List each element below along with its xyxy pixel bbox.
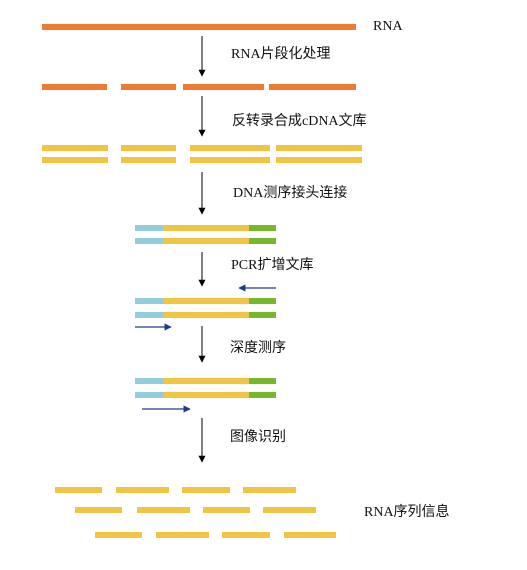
insert-strand: [163, 392, 249, 398]
sequence-read: [116, 487, 169, 493]
sequence-read: [222, 532, 270, 538]
label-deep-sequencing: 深度测序: [230, 341, 286, 356]
cdna-strand: [42, 157, 108, 163]
adapter-right: [249, 312, 276, 318]
label-reverse-transcription: 反转录合成cDNA文库: [232, 114, 367, 129]
rna-fragment: [269, 84, 356, 90]
cdna-strand: [276, 145, 362, 151]
rna-fragment: [42, 84, 107, 90]
adapter-left: [135, 392, 163, 398]
rna-fragment: [183, 84, 264, 90]
sequence-read: [263, 507, 316, 513]
label-fragmentation: RNA片段化处理: [231, 47, 331, 62]
label-adapter-ligation: DNA测序接头连接: [233, 186, 348, 201]
cdna-strand: [276, 157, 362, 163]
sequence-read: [182, 487, 230, 493]
insert-strand: [163, 378, 249, 384]
label-rna: RNA: [373, 19, 403, 34]
adapter-right: [249, 225, 276, 231]
adapter-right: [249, 298, 276, 304]
sequence-read: [243, 487, 296, 493]
adapter-left: [135, 298, 163, 304]
adapter-left: [135, 225, 163, 231]
insert-strand: [163, 225, 249, 231]
cdna-strand: [121, 157, 176, 163]
adapter-right: [249, 238, 276, 244]
adapter-right: [249, 378, 276, 384]
sequence-read: [75, 507, 122, 513]
sequence-read: [284, 532, 336, 538]
sequence-read: [203, 507, 250, 513]
insert-strand: [163, 312, 249, 318]
rna-strand: [42, 24, 356, 30]
label-image-recognition: 图像识别: [230, 430, 286, 445]
sequence-read: [55, 487, 102, 493]
cdna-strand: [190, 145, 270, 151]
sequence-read: [156, 532, 209, 538]
sequence-read: [95, 532, 142, 538]
label-pcr: PCR扩增文库: [231, 258, 314, 273]
insert-strand: [163, 298, 249, 304]
cdna-strand: [190, 157, 270, 163]
rna-fragment: [121, 84, 176, 90]
cdna-strand: [121, 145, 176, 151]
adapter-left: [135, 312, 163, 318]
label-rna-sequence-info: RNA序列信息: [364, 505, 450, 520]
sequence-read: [137, 507, 190, 513]
adapter-left: [135, 238, 163, 244]
insert-strand: [163, 238, 249, 244]
cdna-strand: [42, 145, 108, 151]
adapter-left: [135, 378, 163, 384]
adapter-right: [249, 392, 276, 398]
